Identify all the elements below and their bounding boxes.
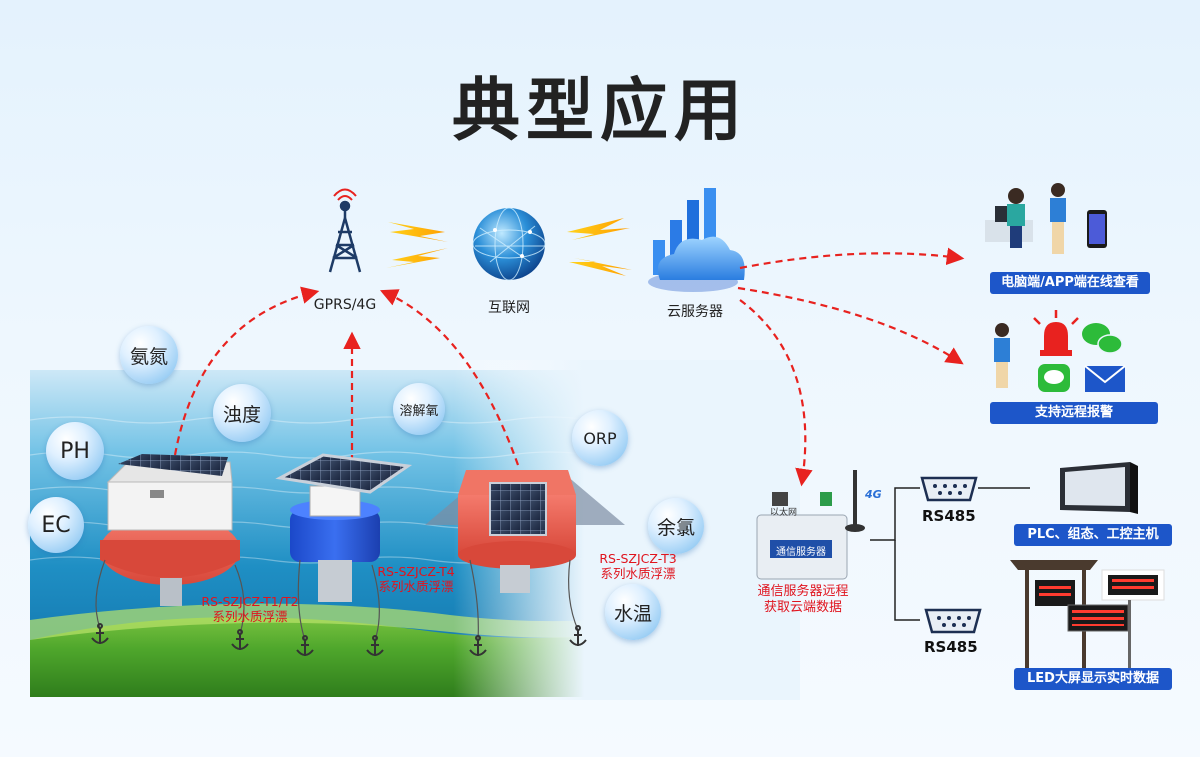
param-bubble-chlorine: 余氯: [648, 498, 704, 554]
data-flow-arrows: [173, 247, 965, 487]
globe-icon: [472, 207, 546, 281]
cloud-label: 云服务器: [667, 304, 723, 320]
computer-user-icon: [985, 188, 1033, 248]
param-bubble-do: 溶解氧: [393, 383, 445, 435]
buoy-model: RS-SZJCZ-T1/T2: [201, 594, 299, 609]
comm-server-label: 通信服务器远程 获取云端数据: [738, 584, 868, 616]
param-bubble-ec: EC: [28, 497, 84, 553]
comm-server-line2: 获取云端数据: [763, 600, 842, 615]
param-bubble-ph: PH: [46, 422, 104, 480]
param-bubble-temp: 水温: [605, 584, 661, 640]
sms-icon: [1038, 364, 1070, 392]
buoy-series: 系列水质浮漂: [212, 609, 288, 624]
monitor-icon: [1060, 462, 1138, 514]
buoy-t4: [275, 453, 413, 602]
param-bubble-orp: ORP: [572, 410, 628, 466]
page-title: 典型应用: [451, 72, 748, 151]
remote-alarm-banner: 支持远程报警: [990, 402, 1158, 424]
tower-label: GPRS/4G: [313, 297, 377, 313]
device-text: 通信服务器: [776, 547, 826, 558]
antenna-badge: 4G: [865, 488, 882, 501]
buoy-t1-t2: [100, 454, 240, 606]
led-display-icon: [1010, 560, 1165, 670]
buoy-series: 系列水质浮漂: [378, 579, 454, 594]
cloud-server-icon: [648, 188, 745, 292]
rs485-top-label: RS485: [922, 507, 976, 525]
buoy-label-t1-t2: RS-SZJCZ-T1/T2 系列水质浮漂: [185, 594, 315, 624]
buoy-series: 系列水质浮漂: [600, 566, 676, 581]
tower-icon: [328, 200, 362, 273]
param-bubble-ammonia: 氨氮: [120, 326, 178, 384]
plc-banner: PLC、组态、工控主机: [1014, 524, 1172, 546]
buoy-label-t4: RS-SZJCZ-T4 系列水质浮漂: [366, 564, 466, 594]
comm-server-line1: 通信服务器远程: [757, 584, 849, 599]
buoy-model: RS-SZJCZ-T3: [599, 551, 677, 566]
led-banner: LED大屏显示实时数据: [1014, 668, 1172, 690]
phone-user-icon: [1050, 183, 1107, 254]
db9-connector-icon: [924, 608, 982, 634]
wireless-signal-icon: [386, 218, 632, 276]
wechat-icon: [1082, 323, 1123, 354]
param-bubble-turbidity: 浊度: [213, 384, 271, 442]
buoy-model: RS-SZJCZ-T4: [377, 564, 455, 579]
buoy-t3: [425, 470, 625, 593]
db9-connector-icon: [920, 476, 978, 502]
anchor-icons: [91, 623, 587, 656]
alarm-light-icon: [1033, 310, 1079, 356]
device-port-label: 以太网: [770, 508, 798, 518]
rs485-bottom-label: RS485: [924, 638, 978, 656]
buoy-label-t3: RS-SZJCZ-T3 系列水质浮漂: [588, 551, 688, 581]
email-icon: [1084, 365, 1126, 392]
online-view-banner: 电脑端/APP端在线查看: [990, 272, 1150, 294]
comm-server-device: [756, 470, 865, 580]
internet-label: 互联网: [488, 300, 530, 316]
alarm-user-icon: [994, 323, 1010, 388]
